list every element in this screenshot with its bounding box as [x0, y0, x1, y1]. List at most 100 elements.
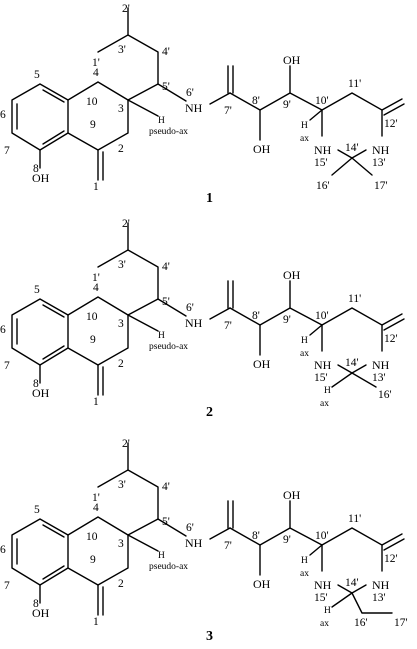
locant: 14' — [345, 577, 359, 589]
locant: 5 — [34, 504, 40, 516]
locant: 14' — [345, 357, 359, 369]
ax-label-14prime: ax — [320, 399, 329, 409]
locant: 8 — [33, 598, 39, 610]
locant: 4 — [93, 502, 99, 514]
locant: 9' — [283, 534, 291, 546]
compound-1-locants: 1 2 9 10 3 4 5 6 7 8 1' 2' 3' 4' 5' 6' 7… — [0, 3, 398, 193]
locant: 2' — [122, 438, 130, 450]
locant: 8' — [252, 530, 260, 542]
oh-8prime: OH — [253, 142, 271, 156]
h-c3: H — [158, 551, 165, 561]
oh-c8: OH — [32, 171, 50, 185]
ax-label-10prime: ax — [300, 569, 309, 579]
locant: 10 — [86, 311, 98, 323]
nh-13prime: NH — [372, 578, 390, 592]
locant: 7' — [224, 105, 232, 117]
locant: 1 — [93, 616, 99, 628]
nh-15prime: NH — [314, 358, 332, 372]
locant: 13' — [372, 157, 386, 169]
locant: 12' — [384, 333, 398, 345]
locant: 5 — [34, 284, 40, 296]
oh-8prime: OH — [253, 577, 271, 591]
locant: 10 — [86, 96, 98, 108]
oh-c8: OH — [32, 386, 50, 400]
locant: 3' — [118, 259, 126, 271]
locant: 8' — [252, 310, 260, 322]
locant: 10' — [315, 95, 329, 107]
locant: 8' — [252, 95, 260, 107]
locant: 7 — [4, 145, 10, 157]
locant: 4 — [93, 67, 99, 79]
h-c3: H — [158, 116, 165, 126]
locant: 14' — [345, 142, 359, 154]
locant: 3 — [118, 538, 124, 550]
compound-2-locants: 1 2 9 10 3 4 5 6 7 8 1' 2' 3' 4' 5' 6' 7… — [0, 218, 398, 408]
h-14prime: H — [324, 386, 331, 396]
locant: 10 — [86, 531, 98, 543]
locant: 4' — [162, 261, 170, 273]
locant: 2 — [118, 358, 124, 370]
compound-1-bonds — [11, 7, 405, 181]
h-10prime: H — [301, 121, 308, 131]
locant: 6 — [0, 324, 6, 336]
compound-2-bonds — [11, 222, 405, 396]
locant: 3 — [118, 318, 124, 330]
locant: 1 — [93, 181, 99, 193]
locant: 13' — [372, 372, 386, 384]
locant: 12' — [384, 553, 398, 565]
oh-9prime: OH — [283, 268, 301, 282]
compound-3-bonds — [11, 442, 405, 616]
h-14prime: H — [324, 606, 331, 616]
locant: 17' — [374, 180, 388, 192]
locant: 8 — [33, 378, 39, 390]
locant: 2' — [122, 3, 130, 15]
compound-3-locants: 1 2 9 10 3 4 5 6 7 8 1' 2' 3' 4' 5' 6' 7… — [0, 438, 408, 629]
pseudo-ax-label: pseudo-ax — [149, 127, 188, 137]
locant: 4' — [162, 481, 170, 493]
compound-2: NH OH OH OH NH NH H H H pseudo-ax ax ax … — [0, 218, 405, 420]
locant: 5' — [162, 81, 170, 93]
locant: 2 — [118, 143, 124, 155]
ax-label-14prime: ax — [320, 619, 329, 629]
locant: 3' — [118, 479, 126, 491]
locant: 9 — [90, 554, 96, 566]
locant: 5' — [162, 296, 170, 308]
ax-label-10prime: ax — [300, 134, 309, 144]
locant: 2' — [122, 218, 130, 230]
locant: 11' — [348, 78, 361, 90]
locant: 16' — [316, 180, 330, 192]
nh-6prime: NH — [185, 536, 203, 550]
locant: 9 — [90, 334, 96, 346]
oh-9prime: OH — [283, 488, 301, 502]
locant: 5 — [34, 69, 40, 81]
locant: 7 — [4, 580, 10, 592]
locant: 4 — [93, 282, 99, 294]
locant: 5' — [162, 516, 170, 528]
locant: 7' — [224, 540, 232, 552]
compound-number-3: 3 — [206, 629, 213, 644]
compound-3: NH OH OH OH NH NH H H H pseudo-ax ax ax … — [0, 438, 408, 644]
locant: 1' — [92, 272, 100, 284]
locant: 9' — [283, 99, 291, 111]
h-10prime: H — [301, 336, 308, 346]
locant: 9' — [283, 314, 291, 326]
locant: 7 — [4, 360, 10, 372]
locant: 12' — [384, 118, 398, 130]
nh-6prime: NH — [185, 316, 203, 330]
locant: 11' — [348, 293, 361, 305]
oh-9prime: OH — [283, 53, 301, 67]
locant: 1' — [92, 57, 100, 69]
nh-15prime: NH — [314, 143, 332, 157]
locant: 2 — [118, 578, 124, 590]
locant: 15' — [314, 372, 328, 384]
compound-2-atoms: NH OH OH OH NH NH H H H pseudo-ax ax ax — [32, 268, 390, 409]
ax-label-10prime: ax — [300, 349, 309, 359]
locant: 3 — [118, 103, 124, 115]
compound-1: NH OH OH OH NH NH H H pseudo-ax ax 1 2 9… — [0, 3, 405, 206]
oh-c8: OH — [32, 606, 50, 620]
locant: 1' — [92, 492, 100, 504]
locant: 15' — [314, 157, 328, 169]
locant: 13' — [372, 592, 386, 604]
pseudo-ax-label: pseudo-ax — [149, 342, 188, 352]
